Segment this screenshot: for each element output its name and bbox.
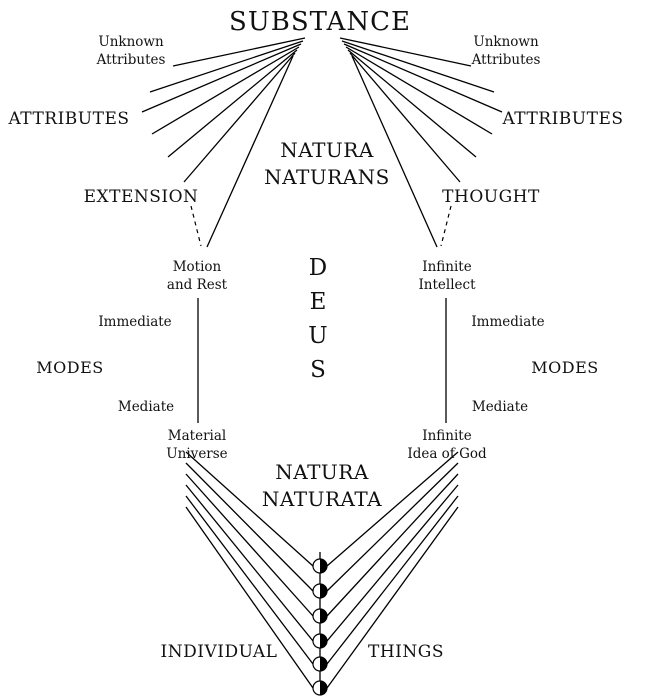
material-universe-label-line2: Universe bbox=[166, 446, 227, 462]
immediate-left-label: Immediate bbox=[98, 314, 171, 330]
infinite-intellect-label-line2: Intellect bbox=[418, 277, 476, 293]
individual-thing-node bbox=[312, 583, 328, 599]
individual-thing-node bbox=[312, 656, 328, 672]
unknown-attributes-right-label-line2: Attributes bbox=[471, 52, 541, 68]
individual-thing-nodes bbox=[312, 558, 328, 696]
unknown-attributes-left-label-line2: Attributes bbox=[96, 52, 166, 68]
natura-naturans-label-line2: NATURANS bbox=[264, 165, 390, 189]
things-label: THINGS bbox=[368, 642, 444, 662]
extension-label: EXTENSION bbox=[84, 187, 199, 207]
deus-letter-u: U bbox=[308, 323, 327, 349]
material-universe-label-line1: Material bbox=[168, 428, 226, 444]
left-individual-fan-lines bbox=[185, 451, 314, 689]
attributes-right-label: ATTRIBUTES bbox=[501, 109, 623, 129]
deus-label: D E U S bbox=[308, 255, 327, 383]
natura-naturata-label-line1: NATURA bbox=[275, 460, 369, 484]
modes-right-label: MODES bbox=[531, 358, 598, 377]
deus-letter-s: S bbox=[310, 357, 326, 383]
mediate-left-label: Mediate bbox=[118, 399, 174, 415]
individual-thing-node bbox=[312, 633, 328, 649]
natura-naturans-label-line1: NATURA bbox=[280, 138, 374, 162]
unknown-attributes-right-label-line1: Unknown bbox=[473, 34, 539, 50]
infinite-idea-of-god-label-line2: Idea of God bbox=[407, 446, 487, 462]
substance-label: SUBSTANCE bbox=[229, 7, 411, 37]
individual-thing-node bbox=[312, 558, 328, 574]
right-attribute-fan-lines bbox=[339, 37, 503, 248]
natura-naturata-label-line2: NATURATA bbox=[262, 487, 382, 511]
motion-and-rest-label-line1: Motion bbox=[173, 259, 222, 275]
thought-to-intellect-dashed-line bbox=[440, 205, 452, 247]
attributes-left-label: ATTRIBUTES bbox=[7, 109, 129, 129]
modes-left-label: MODES bbox=[36, 358, 103, 377]
deus-letter-e: E bbox=[310, 289, 327, 315]
motion-and-rest-label-line2: and Rest bbox=[167, 277, 228, 293]
individual-thing-node bbox=[312, 680, 328, 696]
immediate-right-label: Immediate bbox=[471, 314, 544, 330]
deus-letter-d: D bbox=[309, 255, 327, 281]
mediate-right-label: Mediate bbox=[472, 399, 528, 415]
extension-to-motion-dashed-line bbox=[190, 205, 202, 247]
left-attribute-fan-lines bbox=[141, 37, 306, 248]
individual-thing-node bbox=[312, 608, 328, 624]
infinite-intellect-label-line1: Infinite bbox=[422, 259, 471, 275]
infinite-idea-of-god-label-line1: Infinite bbox=[422, 428, 471, 444]
thought-label: THOUGHT bbox=[442, 187, 540, 207]
individual-label: INDIVIDUAL bbox=[161, 642, 278, 662]
right-individual-fan-lines bbox=[326, 451, 459, 689]
unknown-attributes-left-label-line1: Unknown bbox=[98, 34, 164, 50]
